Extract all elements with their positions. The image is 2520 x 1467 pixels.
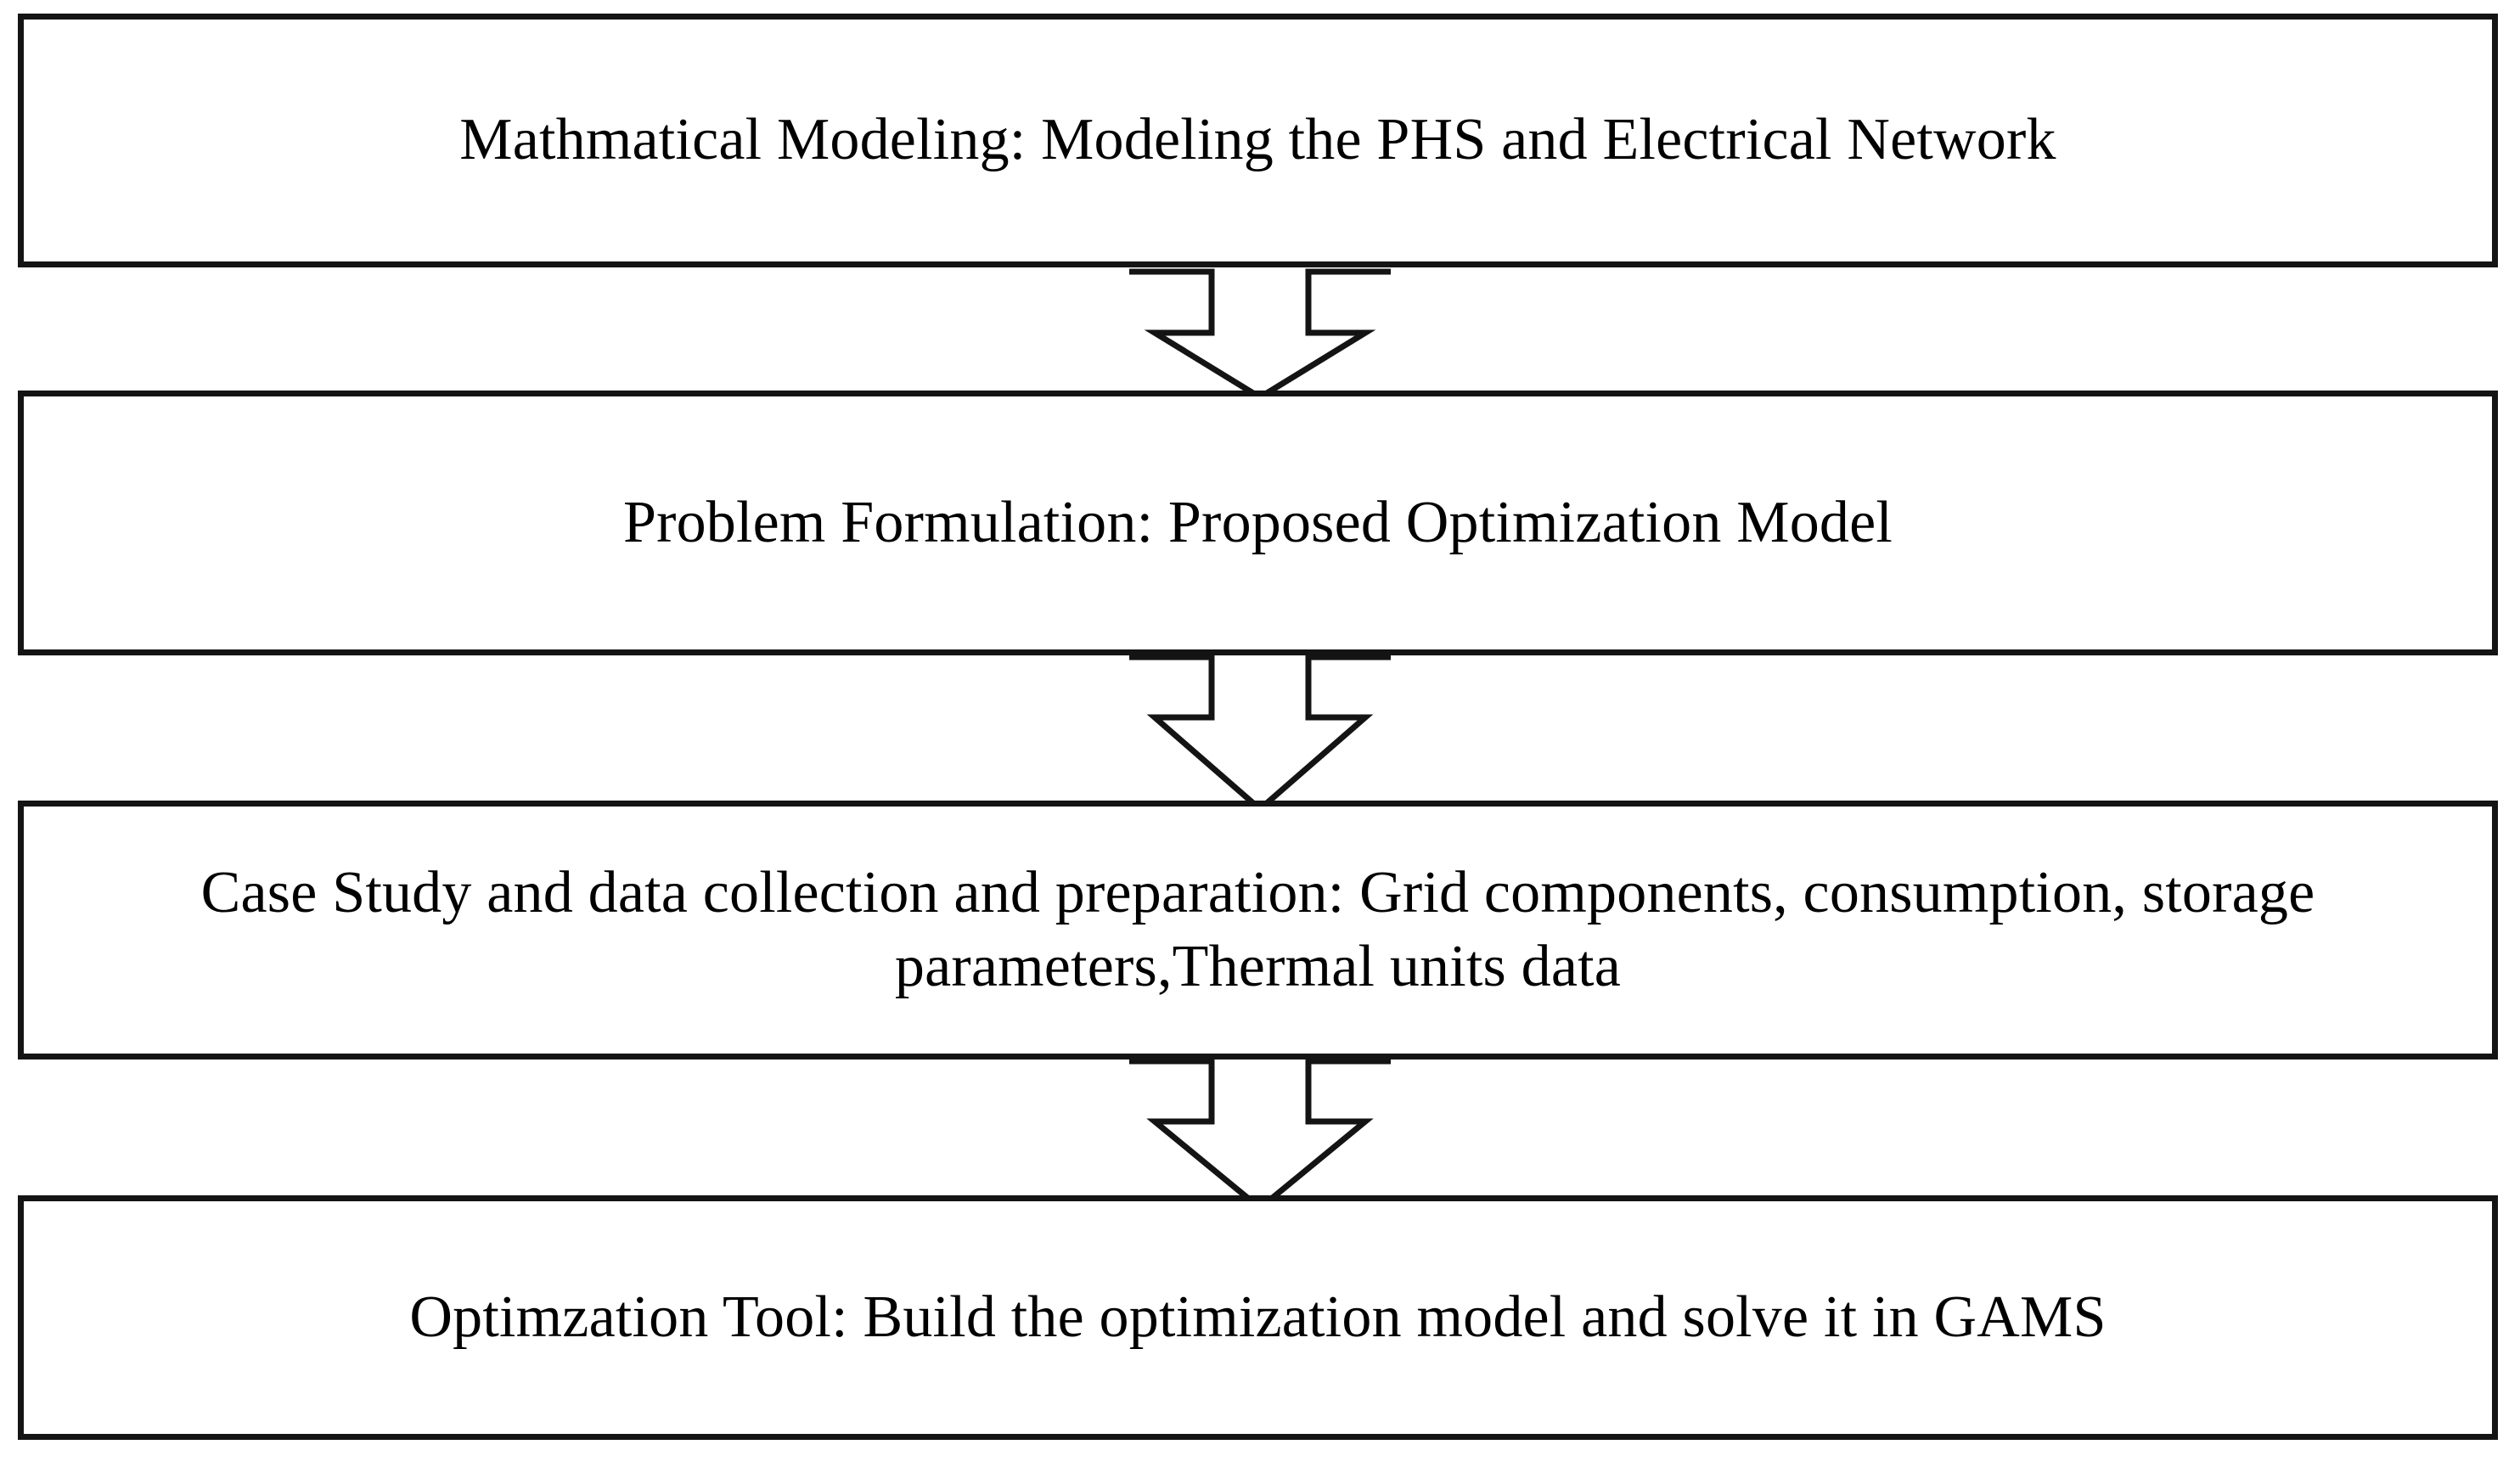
flow-node-problem-formulation[interactable]: Problem Formulation: Proposed Optimizati… (18, 391, 2498, 655)
connector-arrow-1 (1129, 255, 1391, 403)
arrow-down-icon (1129, 1058, 1391, 1212)
arrow-down-icon (1129, 268, 1391, 402)
flow-node-label: Case Study and data collection and prepa… (200, 859, 2315, 999)
connector-arrow-2 (1129, 643, 1391, 812)
arrow-down-icon (1129, 654, 1391, 812)
flow-node-case-study-data[interactable]: Case Study and data collection and prepa… (18, 801, 2498, 1060)
flow-node-mathematical-modeling[interactable]: Mathmatical Modeling: Modeling the PHS a… (18, 14, 2498, 267)
flow-node-optimization-tool[interactable]: Optimzation Tool: Build the optimization… (18, 1195, 2498, 1440)
connector-arrow-3 (1129, 1047, 1391, 1212)
flow-node-label: Optimzation Tool: Build the optimization… (409, 1284, 2107, 1350)
flow-node-label: Mathmatical Modeling: Modeling the PHS a… (459, 107, 2056, 173)
flow-node-label: Problem Formulation: Proposed Optimizati… (622, 489, 1893, 555)
